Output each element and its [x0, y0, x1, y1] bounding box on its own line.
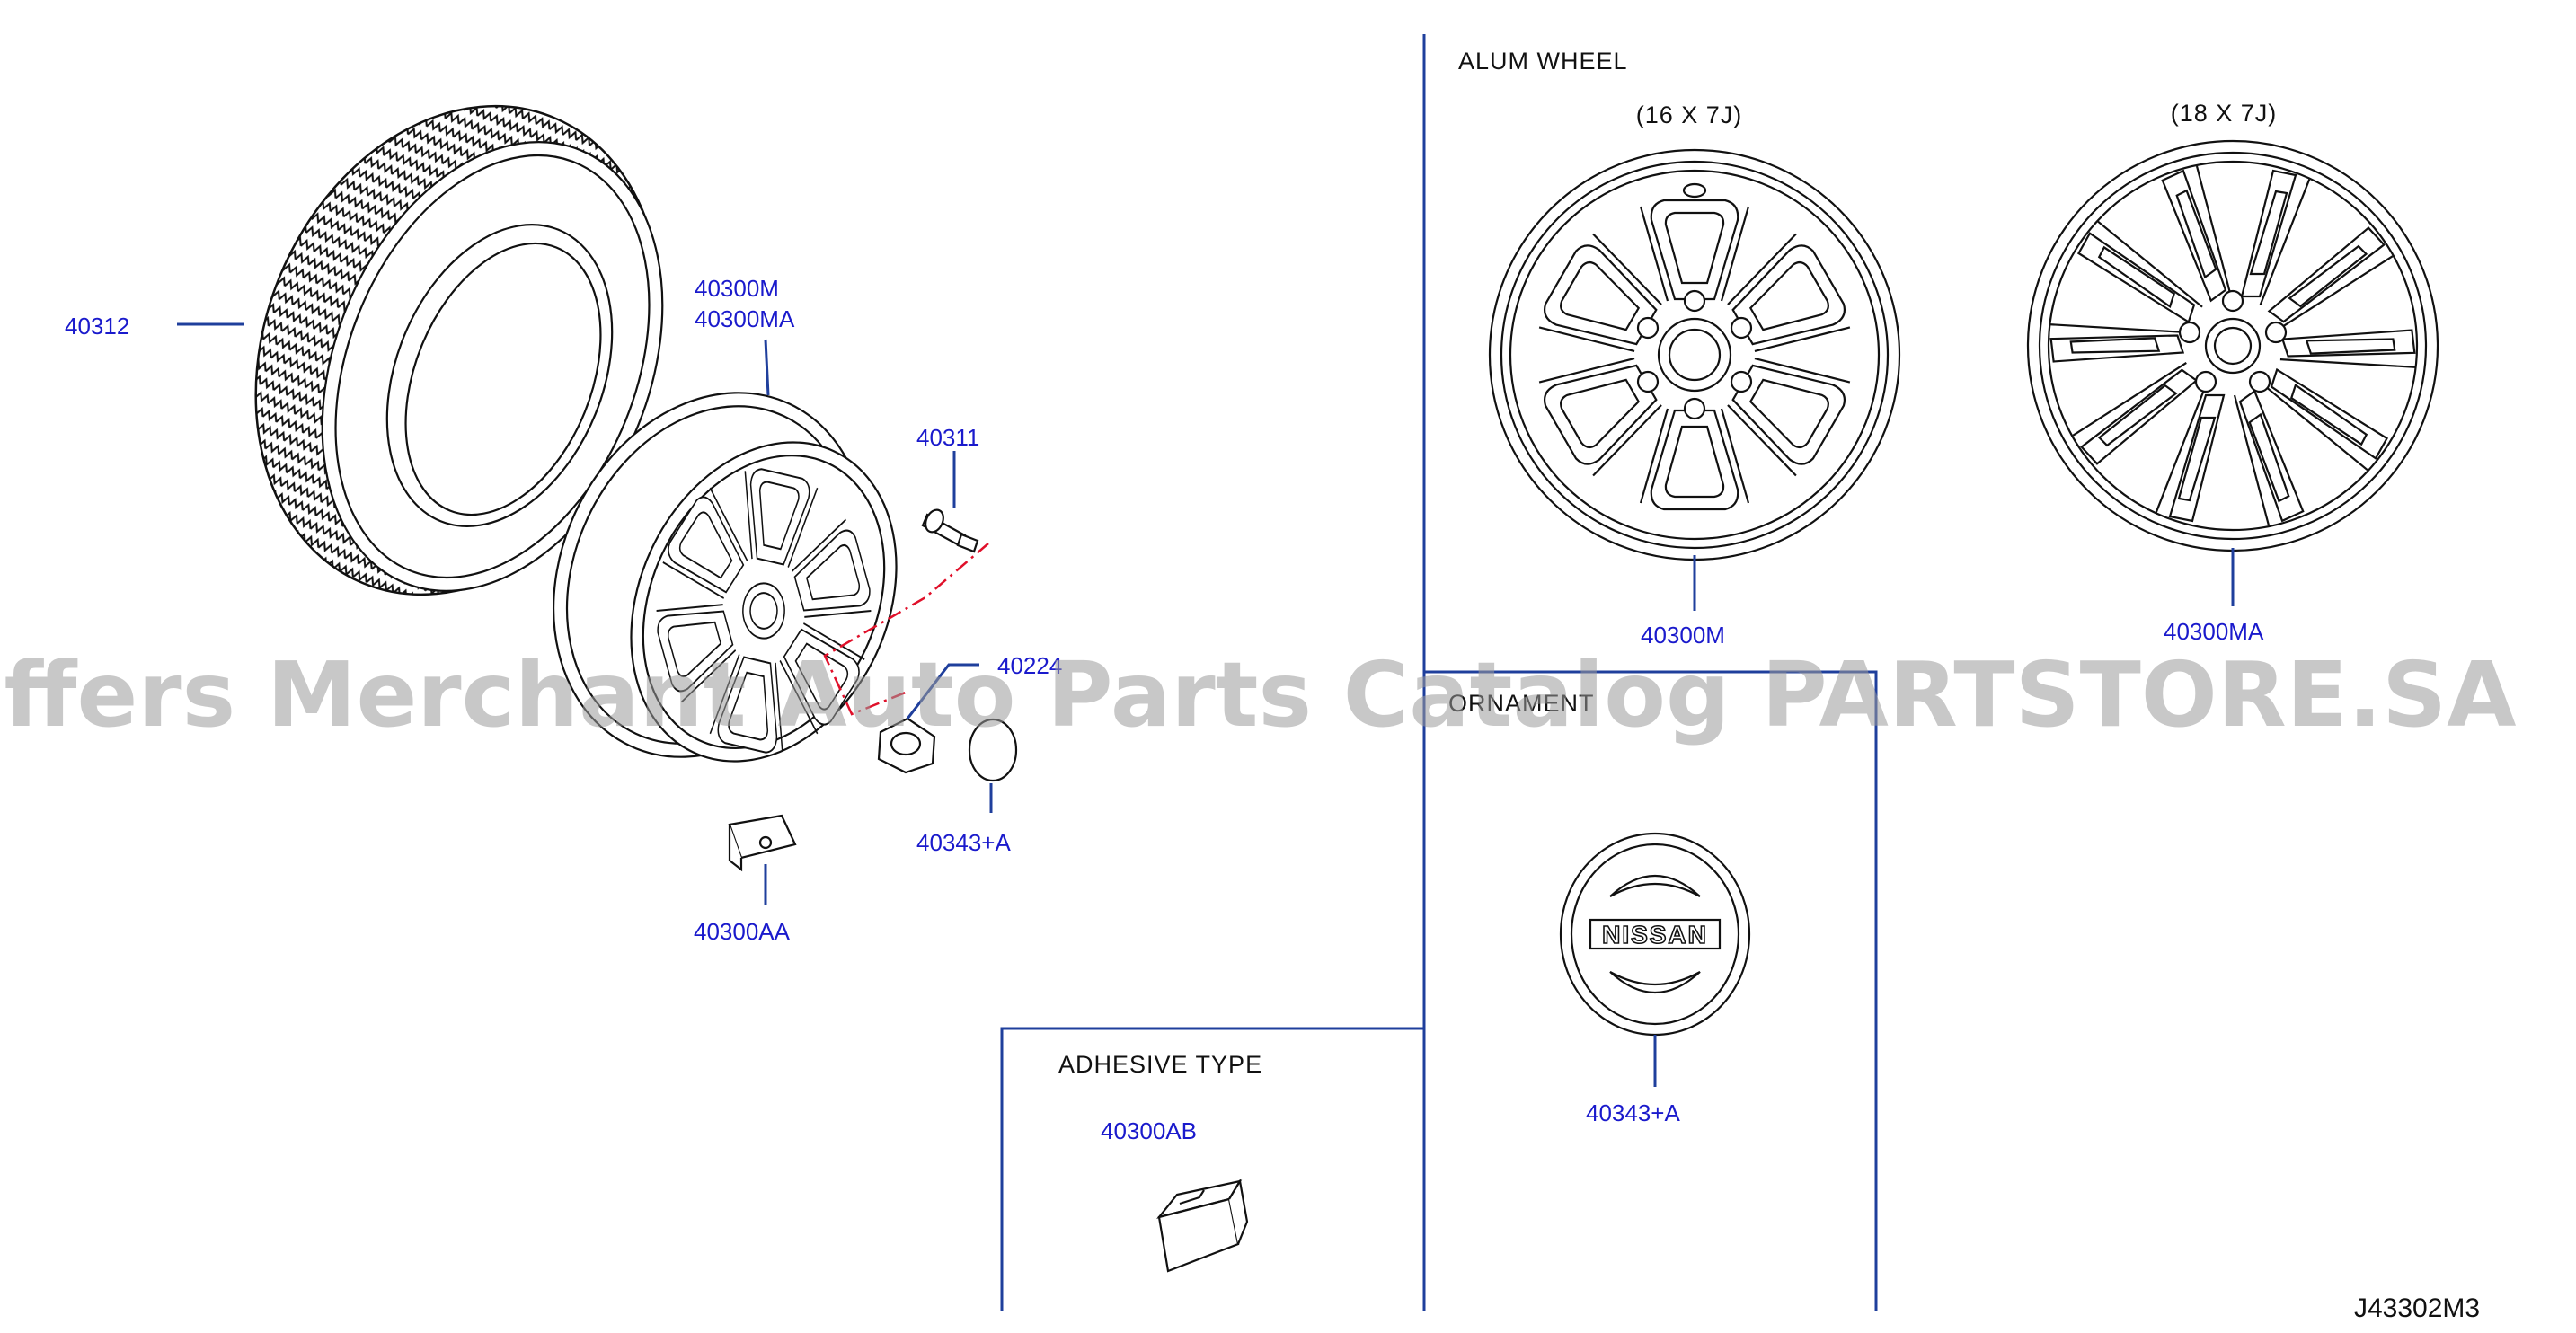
section-title-ornament: ORNAMENT — [1448, 690, 1595, 717]
section-title-adhesive-type: ADHESIVE TYPE — [1058, 1051, 1262, 1078]
callout-weight-aa[interactable]: 40300AA — [694, 918, 791, 945]
balance-weight-ab-drawing — [1156, 1178, 1249, 1273]
callout-wheel-ma[interactable]: 40300MA — [695, 305, 795, 332]
callout-weight-ab[interactable]: 40300AB — [1101, 1117, 1197, 1144]
balance-weight-aa-drawing — [728, 814, 797, 872]
wheel-size-16: (16 X 7J) — [1636, 102, 1743, 128]
wheel-size-18: (18 X 7J) — [2171, 100, 2278, 127]
valve-drawing — [921, 508, 979, 553]
section-title-alum-wheel: ALUM WHEEL — [1458, 48, 1628, 75]
ornament-drawing: NISSAN — [1559, 832, 1751, 1037]
callout-cap[interactable]: 40343+A — [916, 829, 1011, 856]
callout-wheel-16[interactable]: 40300M — [1641, 622, 1725, 649]
wheel-16-drawing — [1488, 148, 1901, 561]
exploded-wheel-drawing — [553, 392, 989, 763]
callout-ornament[interactable]: 40343+A — [1586, 1099, 1680, 1126]
nissan-logo-text: NISSAN — [1602, 921, 1708, 949]
tire-drawing — [254, 104, 664, 596]
callout-tire[interactable]: 40312 — [65, 313, 129, 340]
leader-lines — [177, 322, 993, 905]
callout-valve[interactable]: 40311 — [916, 424, 979, 451]
callout-wheel-18[interactable]: 40300MA — [2164, 618, 2264, 645]
section-dividers — [1000, 34, 1878, 1311]
watermark: Offers Merchant Auto Parts Catalog PARTS… — [0, 642, 2517, 747]
callout-wheel-m[interactable]: 40300M — [695, 275, 779, 302]
center-cap-drawing — [968, 718, 1018, 782]
callout-nut[interactable]: 40224 — [997, 652, 1062, 679]
wheel-18-drawing — [2026, 139, 2439, 552]
diagram-code: J43302M3 — [2354, 1293, 2480, 1323]
